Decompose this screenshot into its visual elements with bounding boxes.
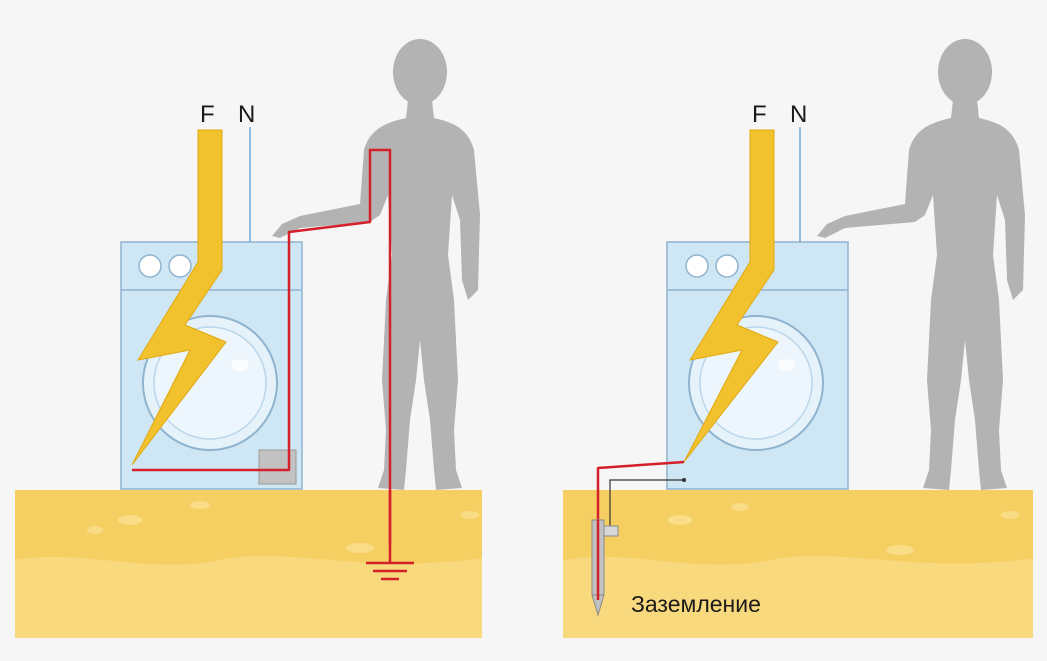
earth-ground-icon <box>366 490 414 581</box>
neutral-label: N <box>238 101 255 128</box>
phase-label: F <box>200 101 215 128</box>
ground-rod-icon <box>591 519 619 617</box>
phase-label: F <box>752 101 767 128</box>
current-path <box>132 148 392 545</box>
human-figure <box>272 39 480 490</box>
machine-knob <box>168 254 192 278</box>
right-panel: F N Заземление <box>563 39 1033 638</box>
neutral-label: N <box>790 101 807 128</box>
machine-terminal-box <box>258 449 297 485</box>
grounding-wire <box>609 479 684 530</box>
machine-knob <box>715 254 739 278</box>
machine-knob <box>138 254 162 278</box>
lightning-bolt-icon <box>683 129 779 463</box>
grounding-label: Заземление <box>631 591 761 617</box>
lightning-bolt-icon <box>131 129 227 466</box>
machine-knob <box>685 254 709 278</box>
ground-right <box>563 490 1033 638</box>
left-panel: F N <box>15 39 482 638</box>
